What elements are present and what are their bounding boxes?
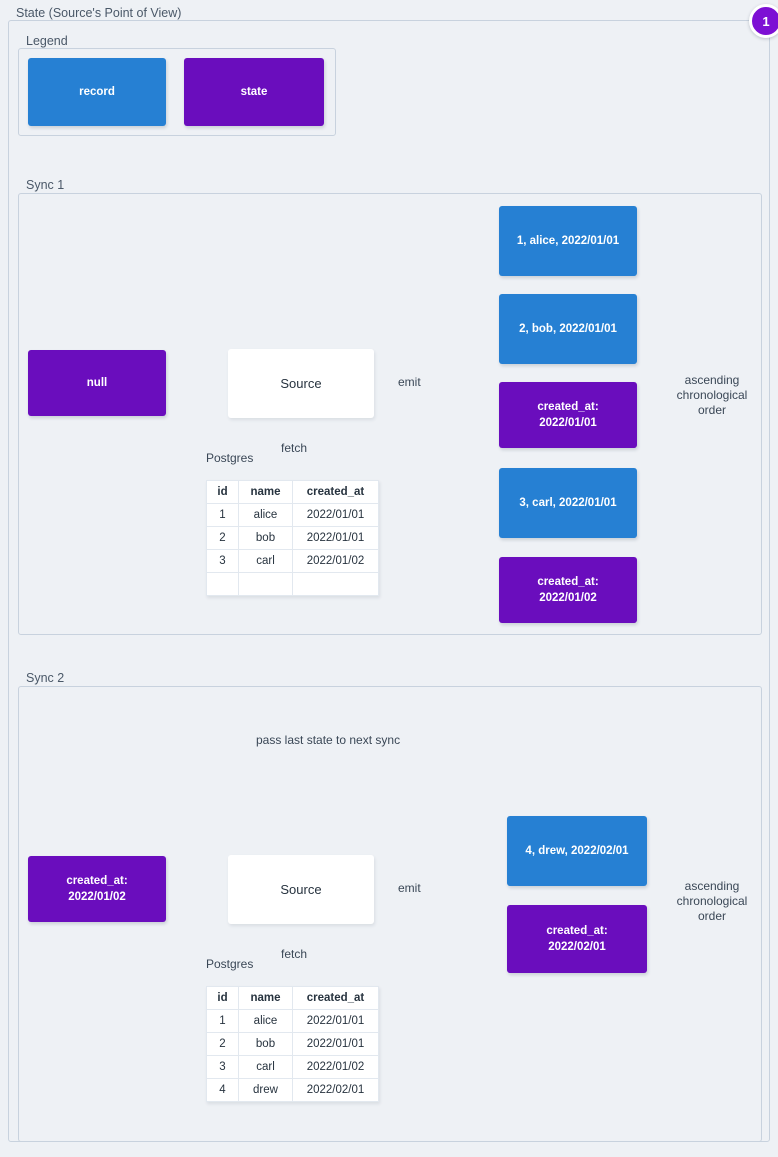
cell-id: 1 [206, 503, 239, 527]
sync1-title: Sync 1 [22, 178, 69, 192]
sync1-source-node: Source [228, 349, 374, 418]
table-row: 2 bob 2022/01/01 [206, 526, 379, 550]
legend-label-state: state [240, 86, 268, 98]
column-header-name: name [238, 480, 293, 504]
sync1-postgres-table: id name created_at 1 alice 2022/01/01 2 … [206, 480, 379, 596]
cell-created-at: 2022/01/01 [292, 1009, 379, 1033]
cell-name: alice [238, 1009, 293, 1033]
cell-created-at: 2022/01/01 [292, 526, 379, 550]
sync1-stream-item-2: 2, bob, 2022/01/01 [499, 294, 637, 364]
cell-id: 2 [206, 526, 239, 550]
sync1-postgres-label: Postgres [206, 451, 254, 465]
sync1-source-label: Source [280, 375, 322, 391]
sync1-stream-label-3: created_at:2022/01/01 [537, 401, 599, 429]
cell-created-at: 2022/02/01 [292, 1078, 379, 1102]
sync1-stream-label-4: 3, carl, 2022/01/01 [519, 497, 617, 509]
table-row: 1 alice 2022/01/01 [206, 1009, 379, 1033]
cell-created-at: 2022/01/02 [292, 1055, 379, 1079]
table-row: 2 bob 2022/01/01 [206, 1032, 379, 1056]
column-header-created-at: created_at [292, 986, 379, 1010]
sync2-stream-item-1: 4, drew, 2022/02/01 [507, 816, 647, 886]
cell-id: 3 [206, 549, 239, 573]
column-header-id: id [206, 986, 239, 1010]
sync2-postgres-label: Postgres [206, 957, 254, 971]
cell-id [206, 572, 239, 596]
legend-title: Legend [22, 34, 72, 48]
table-row: 1 alice 2022/01/01 [206, 503, 379, 527]
sync1-fetch-label: fetch [277, 441, 312, 456]
column-header-id: id [206, 480, 239, 504]
sync2-stream-label-2: created_at:2022/02/01 [546, 925, 608, 953]
legend-swatch-state: state [184, 58, 324, 126]
cell-created-at: 2022/01/01 [292, 503, 379, 527]
sync1-ordering-label: ascending chronological order [668, 373, 756, 418]
cell-name: alice [238, 503, 293, 527]
cell-name: carl [238, 1055, 293, 1079]
sync2-emit-label: emit [394, 881, 425, 896]
cell-name: drew [238, 1078, 293, 1102]
cell-id: 3 [206, 1055, 239, 1079]
legend-swatch-record: record [28, 58, 166, 126]
cell-name: carl [238, 549, 293, 573]
sync2-input-state: created_at:2022/01/02 [28, 856, 166, 922]
cell-created-at [292, 572, 379, 596]
cell-created-at: 2022/01/02 [292, 549, 379, 573]
sync2-source-node: Source [228, 855, 374, 924]
sync2-title: Sync 2 [22, 671, 69, 685]
table-header-row: id name created_at [206, 986, 379, 1010]
table-header-row: id name created_at [206, 480, 379, 504]
table-row: 3 carl 2022/01/02 [206, 1055, 379, 1079]
sync1-stream-label-1: 1, alice, 2022/01/01 [516, 235, 620, 247]
sync2-stream-label-1: 4, drew, 2022/02/01 [525, 845, 629, 857]
pass-state-label: pass last state to next sync [252, 733, 405, 748]
sync2-ordering-label: ascending chronological order [668, 879, 756, 924]
sync2-input-state-label: created_at:2022/01/02 [66, 875, 128, 903]
cell-id: 2 [206, 1032, 239, 1056]
table-row: 4 drew 2022/02/01 [206, 1078, 379, 1102]
cell-created-at: 2022/01/01 [292, 1032, 379, 1056]
cell-id: 1 [206, 1009, 239, 1033]
sync1-stream-item-3: created_at:2022/01/01 [499, 382, 637, 448]
cell-name: bob [238, 1032, 293, 1056]
sync2-postgres-table: id name created_at 1 alice 2022/01/01 2 … [206, 986, 379, 1102]
sync1-stream-item-1: 1, alice, 2022/01/01 [499, 206, 637, 276]
column-header-created-at: created_at [292, 480, 379, 504]
sync2-stream-item-2: created_at:2022/02/01 [507, 905, 647, 973]
cell-name [238, 572, 293, 596]
table-row-empty [206, 572, 379, 596]
sync2-fetch-label: fetch [277, 947, 312, 962]
sync2-source-label: Source [280, 881, 322, 897]
step-badge: 1 [749, 4, 778, 38]
table-row: 3 carl 2022/01/02 [206, 549, 379, 573]
cell-id: 4 [206, 1078, 239, 1102]
sync1-stream-label-2: 2, bob, 2022/01/01 [519, 323, 617, 335]
sync1-input-state: null [28, 350, 166, 416]
page-title: State (Source's Point of View) [12, 6, 186, 20]
sync1-stream-label-5: created_at:2022/01/02 [537, 576, 599, 604]
sync1-input-state-label: null [86, 377, 108, 389]
sync1-emit-label: emit [394, 375, 425, 390]
column-header-name: name [238, 986, 293, 1010]
sync1-stream-item-4: 3, carl, 2022/01/01 [499, 468, 637, 538]
cell-name: bob [238, 526, 293, 550]
legend-label-record: record [79, 86, 115, 98]
sync1-stream-item-5: created_at:2022/01/02 [499, 557, 637, 623]
